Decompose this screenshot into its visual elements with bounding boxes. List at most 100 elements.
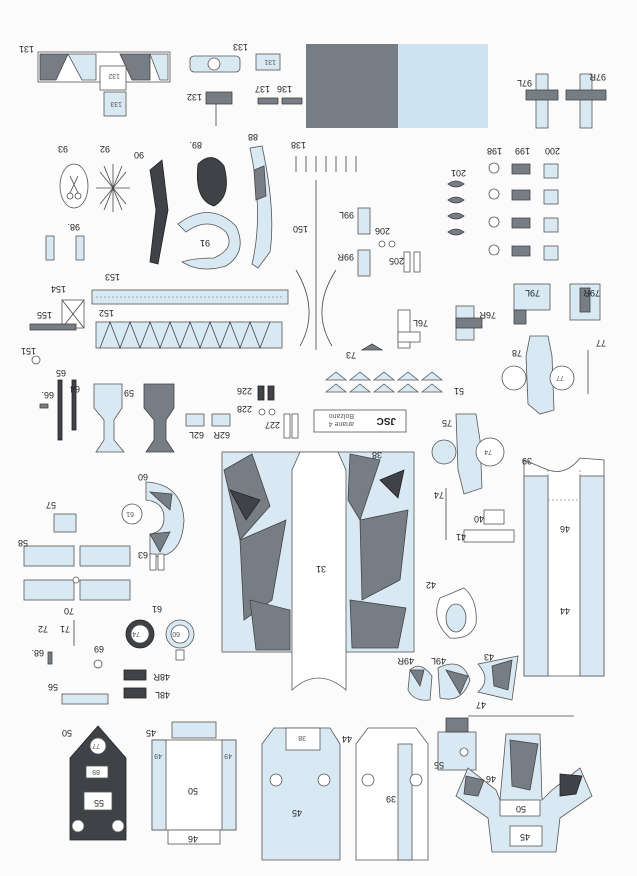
part-133: 131 133 (189, 42, 281, 73)
part-153: 153 (91, 272, 289, 305)
svg-text:198: 198 (487, 146, 502, 156)
part-55: 55 (434, 717, 477, 771)
part-73: 73 (346, 343, 384, 360)
svg-text:79R: 79R (583, 288, 600, 298)
svg-text:75: 75 (442, 418, 452, 428)
part-151: 151 (21, 346, 41, 365)
svg-text:44: 44 (342, 734, 352, 744)
svg-text:62L: 62L (189, 430, 204, 440)
svg-text:74: 74 (434, 490, 444, 500)
svg-text:50: 50 (188, 786, 198, 796)
svg-text:66.: 66. (41, 390, 54, 400)
part-62: 62L 62R (185, 413, 231, 440)
part-56: 56 (48, 682, 109, 705)
part-31-body: 31 38 (221, 450, 415, 691)
svg-text:55: 55 (94, 798, 104, 808)
part-93: 93 (58, 144, 89, 209)
part-152: 152 (95, 308, 283, 350)
svg-text:74: 74 (484, 448, 492, 455)
svg-text:136: 136 (277, 84, 292, 94)
svg-text:91: 91 (200, 238, 210, 248)
svg-text:ariane 4: ariane 4 (329, 420, 354, 427)
part-70-72: 70 71 72 69 68. (31, 606, 104, 669)
svg-text:228: 228 (237, 404, 252, 414)
part-63: 63 (138, 550, 165, 571)
part-57-58: 57 58 (18, 500, 131, 601)
svg-text:155: 155 (37, 310, 52, 320)
svg-text:131: 131 (264, 58, 276, 65)
svg-text:69: 69 (94, 644, 104, 654)
svg-text:Bolzano: Bolzano (329, 412, 354, 419)
svg-text:93: 93 (58, 144, 68, 154)
part-150: 150 (293, 180, 337, 350)
part-89: 89. (189, 140, 227, 207)
svg-text:65: 65 (56, 368, 66, 378)
svg-text:98.: 98. (67, 222, 80, 232)
svg-text:152: 152 (99, 308, 114, 318)
svg-text:77: 77 (556, 374, 564, 381)
svg-text:97R: 97R (589, 72, 606, 82)
part-79: 79L 79R (513, 283, 601, 325)
part-40-41: 40 41 (456, 509, 515, 543)
part-99: 99L 99R 206 205 (337, 207, 421, 277)
svg-text:59: 59 (124, 388, 134, 398)
part-45-box: 50 46 49 49 45 (146, 721, 237, 845)
svg-text:46: 46 (188, 834, 198, 844)
part-60: 61 60 (121, 472, 185, 557)
svg-text:55: 55 (434, 760, 444, 770)
svg-text:45: 45 (146, 728, 156, 738)
svg-text:62R: 62R (213, 430, 230, 440)
svg-text:90: 90 (134, 150, 144, 160)
part-65-64: 65 66. 64 (39, 368, 80, 441)
part-39-44: 39 46 44 (522, 456, 605, 677)
svg-text:42: 42 (426, 580, 436, 590)
color-swatches (306, 44, 488, 128)
svg-text:74: 74 (132, 630, 140, 637)
svg-text:199: 199 (515, 146, 530, 156)
part-226-228: 226 228 227 (237, 385, 299, 439)
svg-text:41: 41 (456, 532, 466, 542)
svg-text:61: 61 (126, 510, 134, 517)
svg-text:46: 46 (486, 774, 496, 784)
svg-text:92: 92 (100, 144, 110, 154)
svg-text:49L: 49L (431, 656, 446, 666)
svg-text:226: 226 (237, 386, 252, 396)
svg-text:138: 138 (291, 140, 306, 150)
svg-text:99L: 99L (339, 210, 354, 220)
svg-text:58: 58 (18, 538, 28, 548)
svg-text:51: 51 (454, 386, 464, 396)
svg-text:49: 49 (154, 752, 162, 759)
svg-text:153: 153 (105, 272, 120, 282)
svg-text:60: 60 (138, 472, 148, 482)
scissors-icon (66, 175, 82, 200)
svg-text:40: 40 (474, 514, 484, 524)
part-76: 76R 76L (397, 305, 496, 349)
svg-text:76R: 76R (479, 310, 496, 320)
svg-text:88: 88 (248, 132, 258, 142)
part-131: 131 (19, 44, 171, 83)
part-132-pin: 132 137 136 (187, 84, 303, 126)
part-92: 92 (96, 144, 130, 212)
svg-text:47: 47 (476, 700, 486, 710)
svg-text:38: 38 (372, 450, 382, 460)
svg-text:77: 77 (596, 338, 606, 348)
svg-text:151: 151 (21, 346, 36, 356)
svg-text:150: 150 (293, 224, 308, 234)
part-198-201: 198 199 200 201 (447, 146, 560, 261)
svg-text:45: 45 (292, 808, 302, 818)
part-90: 90 (134, 150, 169, 265)
svg-text:76L: 76L (413, 318, 428, 328)
part-51: 51 (324, 371, 464, 396)
nameplate: JSC Bolzano ariane 4 (313, 409, 407, 433)
svg-text:70: 70 (64, 606, 74, 616)
part-138: 138 (291, 140, 357, 172)
part-45-panel: 38 45 44 (261, 727, 352, 861)
svg-text:89.: 89. (189, 140, 202, 150)
part-50-plate: 77 89 55 50 (62, 725, 127, 841)
svg-text:43: 43 (484, 652, 494, 662)
svg-text:39: 39 (522, 456, 532, 466)
svg-text:72: 72 (38, 624, 48, 634)
svg-text:132: 132 (187, 92, 202, 102)
label-131: 131 (19, 44, 34, 54)
part-48: 48R 48L (123, 669, 170, 700)
